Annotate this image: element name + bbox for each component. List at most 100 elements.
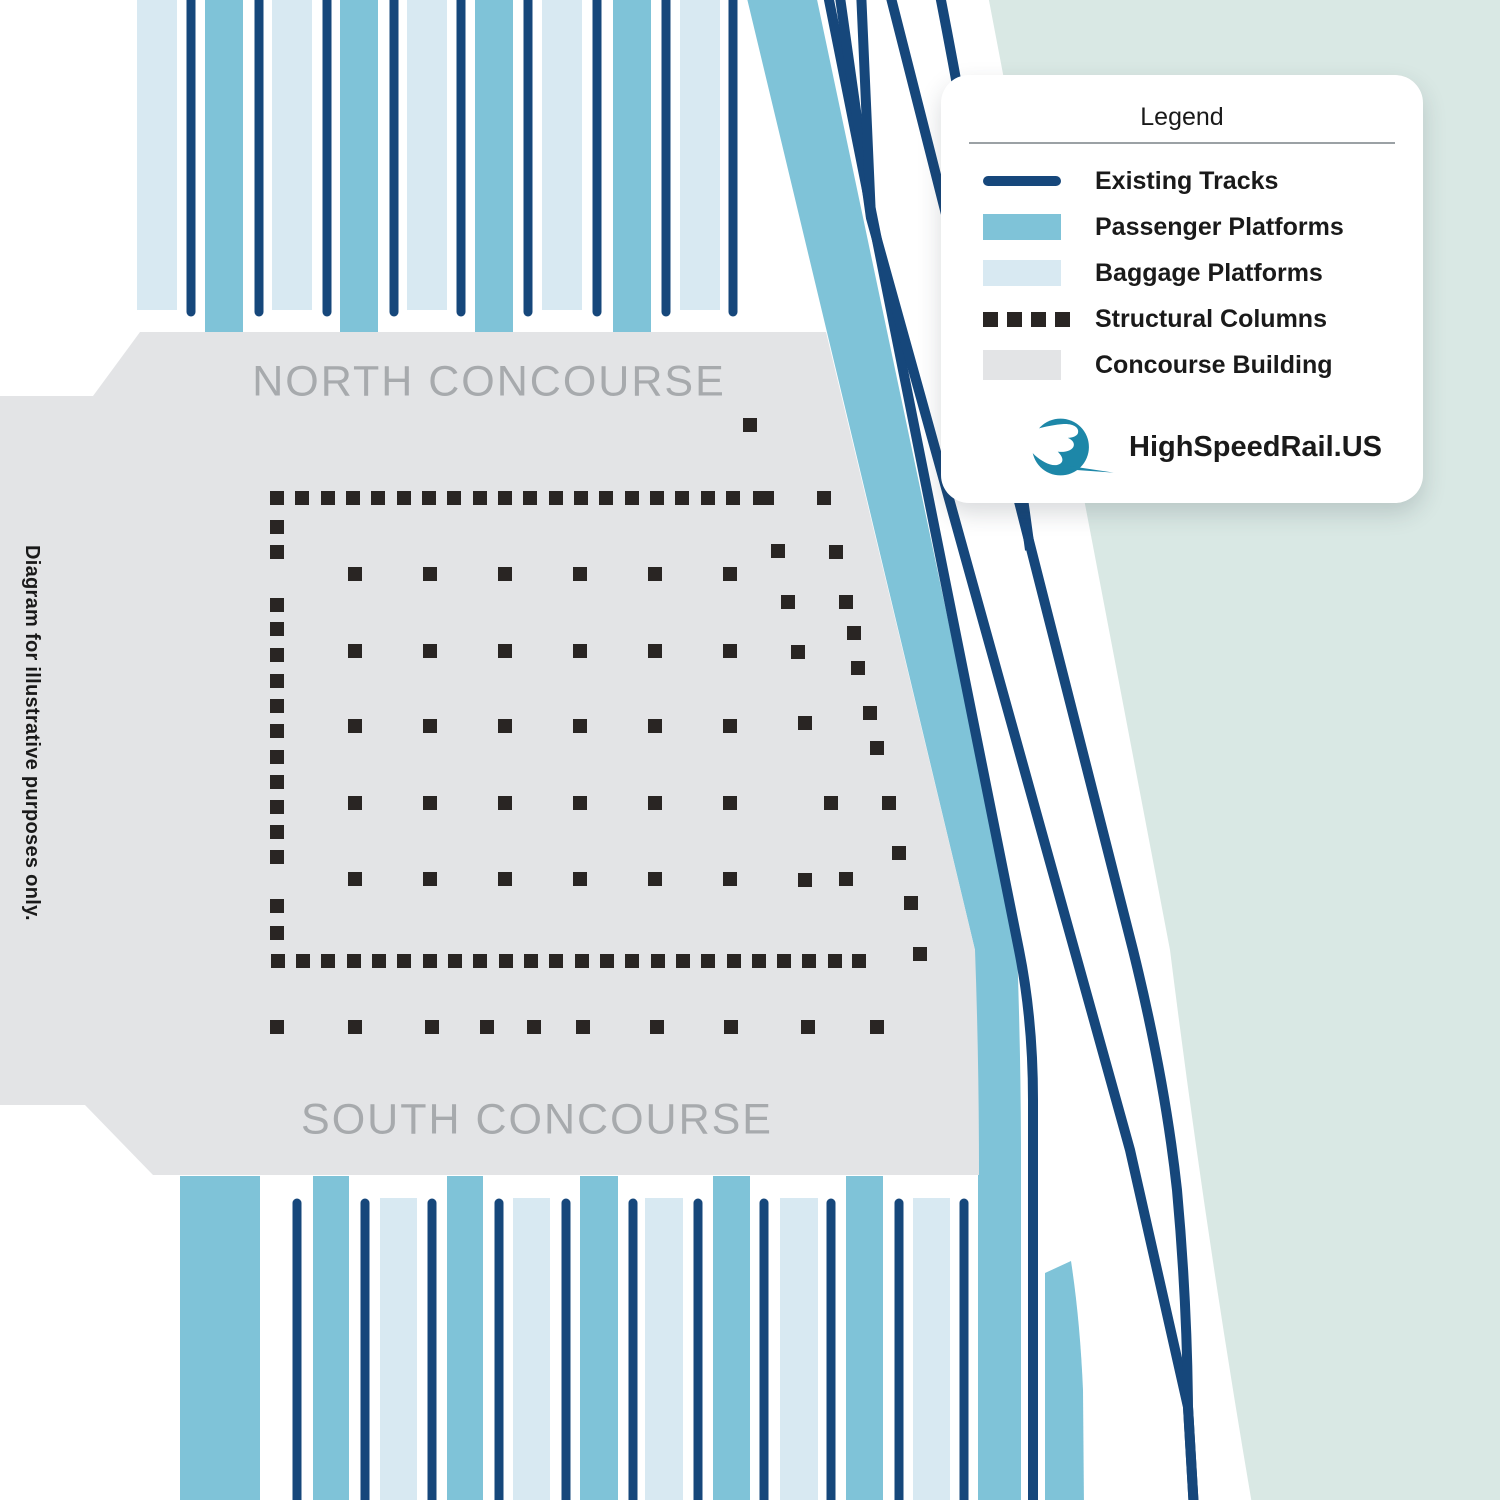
structural-column [270, 699, 284, 713]
structural-column [599, 491, 613, 505]
structural-column [270, 648, 284, 662]
passenger-platform-south [447, 1176, 483, 1500]
baggage-platform-north [272, 0, 312, 310]
structural-column [270, 850, 284, 864]
structural-column [270, 674, 284, 688]
structural-column [882, 796, 896, 810]
passenger-platform-south [846, 1176, 883, 1500]
structural-column [573, 719, 587, 733]
passenger-platform-north [475, 0, 513, 332]
structural-column [648, 719, 662, 733]
structural-columns-swatch [983, 311, 1070, 327]
structural-column [904, 896, 918, 910]
structural-column [651, 954, 665, 968]
structural-column [348, 796, 362, 810]
structural-column [824, 796, 838, 810]
structural-column [524, 954, 538, 968]
structural-column [499, 954, 513, 968]
legend-title: Legend [1140, 103, 1224, 131]
structural-column [498, 644, 512, 658]
legend-rows: Existing Tracks Passenger Platforms Bagg… [941, 150, 1423, 388]
structural-column [798, 716, 812, 730]
structural-column [648, 872, 662, 886]
structural-column [348, 1020, 362, 1034]
baggage-platform-south [780, 1198, 818, 1500]
brand-lockup: HighSpeedRail.US [1011, 415, 1382, 479]
baggage-platform-south [913, 1198, 950, 1500]
structural-column [777, 954, 791, 968]
legend-item-label: Structural Columns [1095, 304, 1327, 333]
structural-column [527, 1020, 541, 1034]
structural-column [422, 491, 436, 505]
baggage-platform-south [513, 1198, 550, 1500]
structural-column [423, 644, 437, 658]
legend-item-label: Baggage Platforms [1095, 258, 1323, 287]
legend-item-label: Passenger Platforms [1095, 212, 1344, 241]
structural-column [348, 719, 362, 733]
structural-column [270, 800, 284, 814]
north-concourse-label: NORTH CONCOURSE [252, 357, 726, 406]
structural-column [346, 491, 360, 505]
structural-column [726, 491, 740, 505]
structural-column [480, 1020, 494, 1034]
passenger-platform-south [313, 1176, 349, 1500]
existing-track-diagonal [886, 0, 1199, 1500]
legend-divider [969, 142, 1395, 144]
existing-tracks-swatch [983, 176, 1061, 186]
structural-column [701, 954, 715, 968]
existing-track-diagonal [823, 0, 1038, 1500]
passenger-platform-north [613, 0, 651, 332]
structural-column [423, 567, 437, 581]
structural-column [648, 644, 662, 658]
structural-column [723, 644, 737, 658]
structural-column [743, 418, 757, 432]
legend-item-label: Existing Tracks [1095, 166, 1279, 195]
structural-column [270, 545, 284, 559]
structural-column [549, 954, 563, 968]
structural-column [270, 775, 284, 789]
structural-column [892, 846, 906, 860]
baggage-platform-north [680, 0, 720, 310]
structural-column [425, 1020, 439, 1034]
structural-column [574, 491, 588, 505]
passenger-platform-north [340, 0, 378, 332]
structural-column [498, 796, 512, 810]
structural-column [791, 645, 805, 659]
structural-column [321, 491, 335, 505]
structural-column [650, 491, 664, 505]
structural-column [523, 491, 537, 505]
passenger-platform-south [580, 1176, 618, 1500]
structural-column [270, 491, 284, 505]
structural-column [817, 491, 831, 505]
structural-column [473, 954, 487, 968]
structural-column [650, 1020, 664, 1034]
structural-column [676, 954, 690, 968]
structural-column [348, 644, 362, 658]
structural-column [573, 796, 587, 810]
structural-column [600, 954, 614, 968]
structural-column [423, 872, 437, 886]
structural-column [723, 872, 737, 886]
passenger-platforms-swatch [983, 214, 1061, 240]
structural-column [802, 954, 816, 968]
structural-column [870, 1020, 884, 1034]
highspeedrail-logo-icon [1016, 418, 1114, 476]
structural-column [771, 544, 785, 558]
structural-column [447, 491, 461, 505]
passenger-platform-stub [1045, 1261, 1084, 1500]
structural-column [648, 796, 662, 810]
passenger-platform-diagonal [747, 0, 1021, 1500]
structural-column [575, 954, 589, 968]
structural-column [829, 545, 843, 559]
structural-column [648, 567, 662, 581]
structural-column [573, 567, 587, 581]
structural-column [798, 873, 812, 887]
structural-column [270, 520, 284, 534]
structural-column [573, 872, 587, 886]
structural-column [498, 719, 512, 733]
structural-column [576, 1020, 590, 1034]
disclaimer-text: Diagram for illustrative purposes only. [21, 545, 43, 921]
south-concourse-label: SOUTH CONCOURSE [301, 1095, 773, 1144]
structural-column [847, 626, 861, 640]
